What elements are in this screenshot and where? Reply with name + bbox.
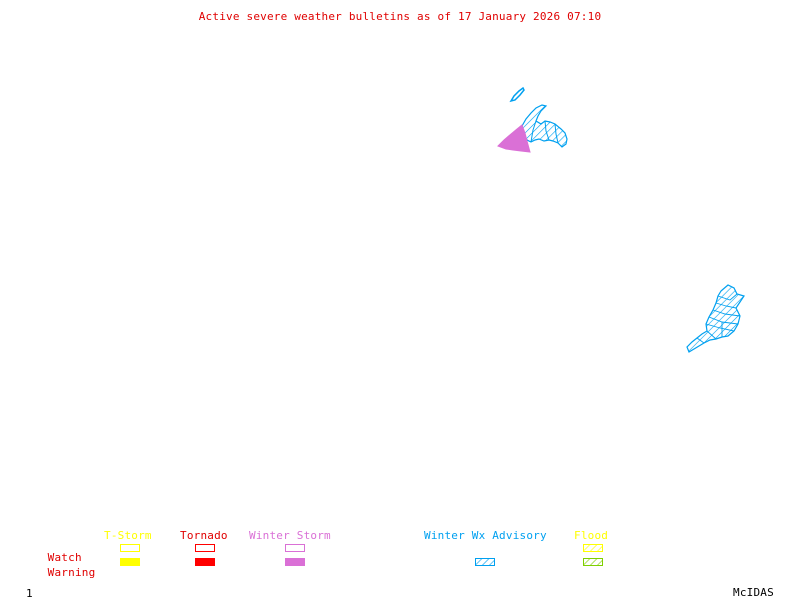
advisory-area-north (521, 104, 568, 148)
frame-number: 1 (26, 587, 33, 600)
legend-tstorm-watch-swatch (120, 544, 140, 552)
advisory-area-island (509, 86, 525, 103)
legend-row-label-watch: Watch (47, 551, 82, 564)
legend-label-winter-storm: Winter Storm (249, 529, 331, 542)
legend-label-tornado: Tornado (180, 529, 228, 542)
bulletin-title: Active severe weather bulletins as of 17… (198, 10, 602, 23)
advisory-county-lines-east (696, 293, 741, 344)
legend-flood-warning-swatch (583, 558, 603, 566)
winter-storm-warning-area (497, 124, 531, 153)
legend-tstorm-warning-swatch (120, 558, 140, 566)
legend-winter-storm-warning-swatch (285, 558, 305, 566)
legend-winter-wx-advisory-swatch (475, 558, 495, 566)
legend-tornado-warning-swatch (195, 558, 215, 566)
advisory-county-lines-north (530, 120, 559, 144)
legend-label-winter-wx-advisory: Winter Wx Advisory (424, 529, 547, 542)
legend-label-tstorm: T-Storm (104, 529, 152, 542)
legend-row-label-warning: Warning (47, 566, 96, 579)
mcidas-brand: McIDAS (733, 586, 774, 599)
legend-winter-storm-watch-swatch (285, 544, 305, 552)
legend-label-flood: Flood (574, 529, 609, 542)
legend-flood-watch-swatch (583, 544, 603, 552)
legend-tornado-watch-swatch (195, 544, 215, 552)
